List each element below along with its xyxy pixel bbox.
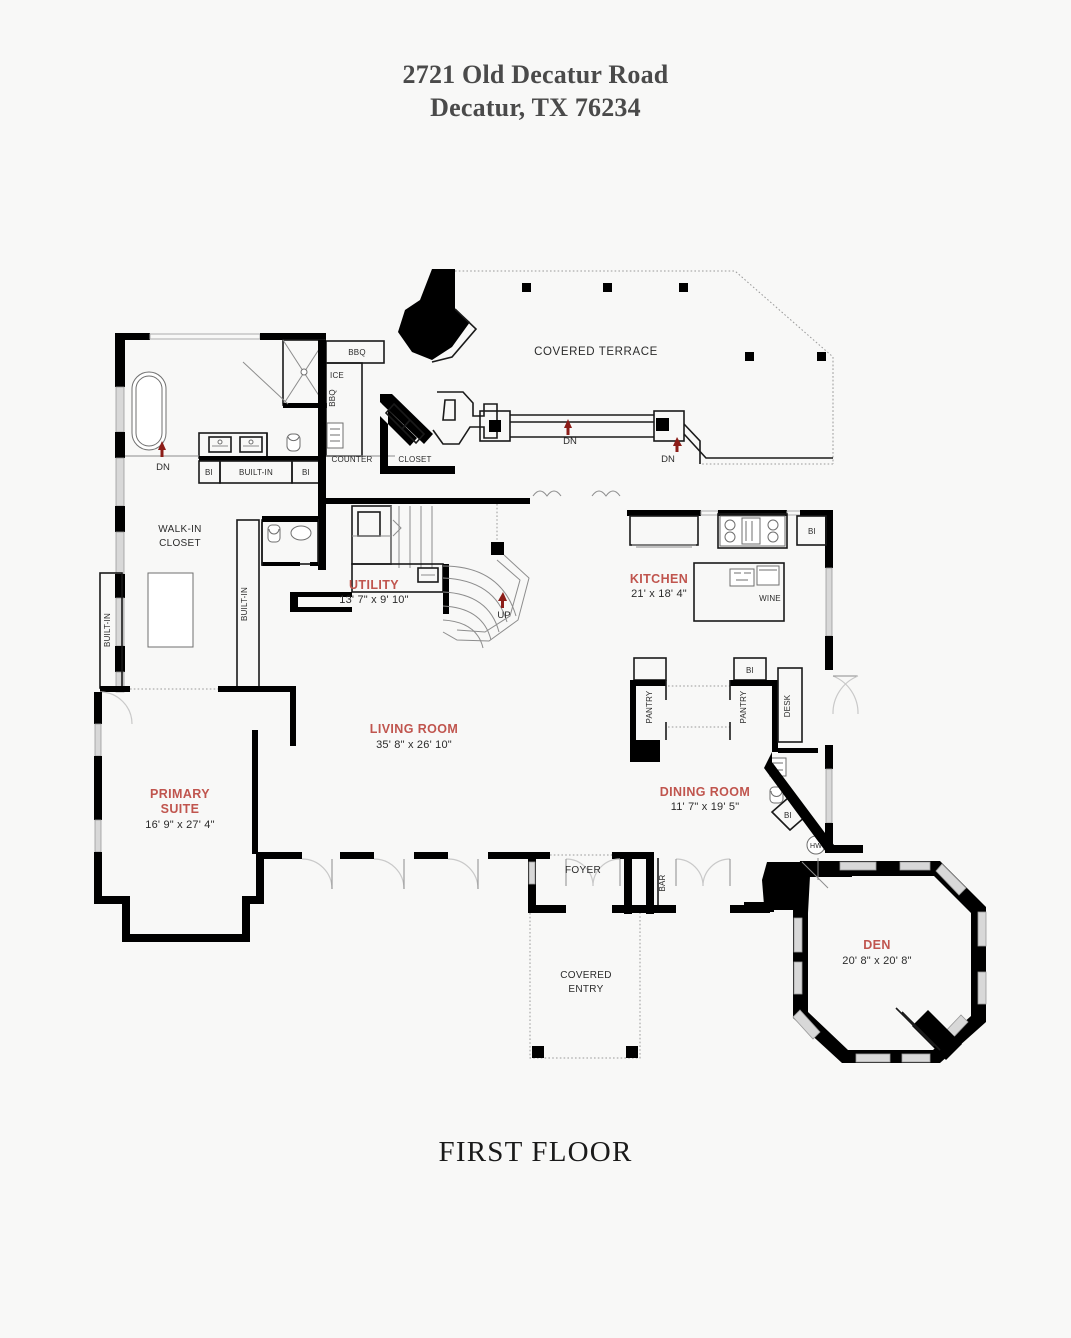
- walk-in-closet-area: BUILT-IN BUILT-IN WALK-IN CLOSET: [99, 516, 319, 689]
- pantry-left-label: PANTRY: [645, 690, 654, 723]
- terrace-walkway: DN DN: [479, 410, 833, 465]
- closet-label: CLOSET: [398, 455, 431, 464]
- foyer-label: FOYER: [565, 865, 601, 876]
- address-heading: 2721 Old Decatur Road Decatur, TX 76234: [0, 58, 1071, 124]
- primary-bath-walls: [115, 333, 326, 693]
- dining-room-name: DINING ROOM: [660, 785, 751, 799]
- address-line-2: Decatur, TX 76234: [430, 93, 641, 122]
- outdoor-fireplace: [398, 269, 478, 363]
- primary-suite-name-2: SUITE: [161, 802, 200, 816]
- walk-in-closet-label-1: WALK-IN: [158, 524, 201, 535]
- main-staircase: UP: [442, 504, 530, 649]
- foyer-area: FOYER BAR COVERED ENTRY: [528, 852, 770, 1059]
- kitchen-dimensions: 21' x 18' 4": [631, 588, 687, 600]
- living-room-dimensions: 35' 8" x 26' 10": [376, 739, 452, 751]
- dn-label-terrace-center: DN: [563, 436, 577, 447]
- dn-label-left: DN: [156, 462, 170, 473]
- shower-fixture: [242, 339, 327, 408]
- range-cooktop: [719, 515, 786, 547]
- kitchen-bi-label: BI: [808, 527, 816, 536]
- primary-suite-name-1: PRIMARY: [150, 787, 210, 801]
- wine-label: WINE: [759, 594, 781, 603]
- dn-label-terrace-right: DN: [661, 454, 675, 465]
- living-room-name: LIVING ROOM: [370, 722, 458, 736]
- terrace-columns: [522, 283, 826, 361]
- dining-room-dimensions: 11' 7" x 19' 5": [671, 801, 740, 813]
- built-in-main-label: BUILT-IN: [239, 468, 273, 477]
- counter-label: COUNTER: [332, 455, 373, 464]
- utility-room: UTILITY 13' 7" x 9' 10": [290, 505, 449, 614]
- den-dimensions: 20' 8" x 20' 8": [842, 955, 911, 967]
- bar-label: BAR: [658, 874, 667, 891]
- up-label: UP: [497, 610, 510, 621]
- den-room: [744, 858, 987, 1063]
- kitchen-fixtures: BI WINE: [629, 513, 827, 622]
- walk-in-closet-label-2: CLOSET: [159, 538, 201, 549]
- bbq-top-label: BBQ: [348, 348, 366, 357]
- living-room-arch-openings: [264, 852, 528, 890]
- pantry-right-label: PANTRY: [739, 690, 748, 723]
- vanity-built-in: [198, 432, 323, 484]
- primary-suite-dimensions: 16' 9" x 27' 4": [145, 819, 214, 831]
- desk-label: DESK: [783, 694, 792, 717]
- first-floor-caption: FIRST FLOOR: [438, 1136, 633, 1168]
- floor-caption: FIRST FLOOR: [0, 1136, 1071, 1169]
- covered-entry-label-2: ENTRY: [568, 984, 603, 995]
- kitchen-name: KITCHEN: [630, 572, 688, 586]
- bi-left-label: BI: [205, 468, 213, 477]
- primary-suite-walls: [94, 686, 296, 942]
- pantry-area: PANTRY BI PANTRY DESK BI HW: [630, 657, 834, 855]
- address-line-1: 2721 Old Decatur Road: [402, 60, 669, 89]
- covered-terrace-label: COVERED TERRACE: [534, 346, 658, 358]
- main-structure-walls: [318, 490, 863, 853]
- bathtub-fixture: [131, 371, 167, 451]
- ice-label: ICE: [330, 371, 344, 380]
- utility-name: UTILITY: [349, 578, 399, 592]
- utility-dimensions: 13' 7" x 9' 10": [339, 594, 408, 606]
- built-in-vert-left-label: BUILT-IN: [103, 613, 112, 647]
- covered-terrace-outline: [455, 270, 834, 465]
- den-name: DEN: [863, 938, 891, 952]
- hot-water-label: HW: [810, 843, 822, 850]
- built-in-vert-right-label: BUILT-IN: [240, 587, 249, 621]
- bi-right-label: BI: [302, 468, 310, 477]
- bbq-outdoor-kitchen: BBQ ICE BBQ COUNTER: [318, 340, 395, 490]
- covered-entry-label-1: COVERED: [560, 970, 612, 981]
- stair-marker-dn-left: DN: [125, 441, 199, 473]
- powder-bi-label: BI: [784, 811, 792, 820]
- pantry-bi-label: BI: [746, 666, 754, 675]
- bbq-vertical-label: BBQ: [328, 389, 337, 407]
